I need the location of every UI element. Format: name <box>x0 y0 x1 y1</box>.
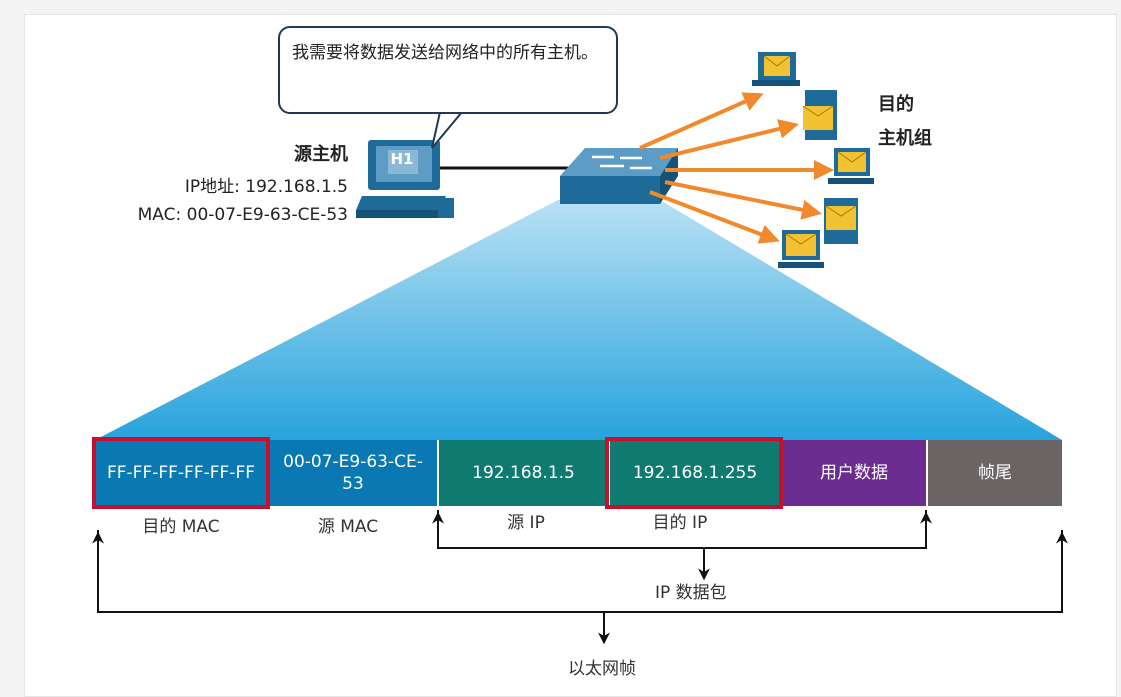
ethernet-frame-bracket <box>92 530 1068 645</box>
switch-icon <box>560 148 678 204</box>
destination-line2: 主机组 <box>878 128 932 149</box>
speech-bubble: 我需要将数据发送给网络中的所有主机。 <box>278 26 618 114</box>
field-src-ip: 192.168.1.5 <box>437 440 608 506</box>
source-host-title: 源主机 <box>294 144 348 165</box>
ip-packet-label: IP 数据包 <box>655 583 727 603</box>
label-dest-ip: 目的 IP <box>652 513 708 533</box>
dest-host-2-icon <box>802 90 837 140</box>
ip-packet-bracket <box>432 510 932 581</box>
frame-projection-beam <box>95 200 1062 440</box>
field-dest-mac: FF-FF-FF-FF-FF-FF <box>95 440 267 506</box>
dest-host-5-icon <box>778 230 824 268</box>
ethernet-frame-label: 以太网帧 <box>568 659 636 679</box>
source-computer-icon <box>356 140 454 218</box>
field-src-mac: 00-07-E9-63-CE-53 <box>267 440 437 506</box>
field-trailer: 帧尾 <box>926 440 1062 506</box>
source-ip: IP地址: 192.168.1.5 <box>184 177 348 197</box>
source-mac: MAC: 00-07-E9-63-CE-53 <box>137 205 348 225</box>
label-src-mac: 源 MAC <box>317 517 379 537</box>
label-src-ip: 源 IP <box>507 513 545 533</box>
label-dest-mac: 目的 MAC <box>142 517 220 537</box>
highlight-dest-ip <box>605 437 783 509</box>
dest-host-3-icon <box>828 148 874 184</box>
dest-host-1-icon <box>752 52 800 86</box>
broadcast-arrows <box>639 92 834 244</box>
destination-group-label: 目的 主机组 <box>878 88 932 156</box>
field-dest-ip: 192.168.1.255 <box>608 440 780 506</box>
host-label-h1: H1 <box>390 150 414 168</box>
bubble-tail <box>431 111 465 149</box>
field-user-data: 用户数据 <box>780 440 926 506</box>
highlight-dest-mac <box>92 437 270 509</box>
dest-host-4-icon <box>824 198 858 244</box>
destination-line1: 目的 <box>878 94 914 115</box>
